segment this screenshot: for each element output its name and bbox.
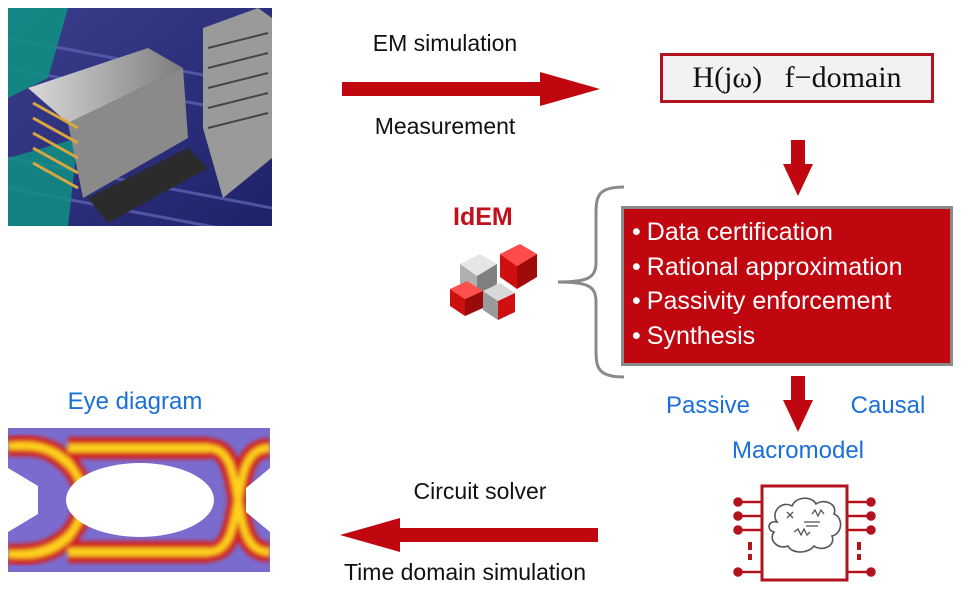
- connector-photo: [8, 8, 272, 226]
- right-arrow: [342, 72, 600, 106]
- left-arrow: [340, 518, 598, 552]
- transfer-function-box: H(jω) f−domain: [660, 53, 934, 103]
- time-domain-simulation-label: Time domain simulation: [343, 559, 587, 585]
- em-simulation-label: EM simulation: [372, 30, 518, 56]
- measurement-label: Measurement: [374, 113, 516, 139]
- causal-label: Causal: [850, 392, 926, 419]
- step-label: Synthesis: [646, 321, 756, 350]
- idem-title: IdEM: [453, 203, 513, 231]
- transfer-function-label: H(jω): [692, 61, 763, 94]
- down-arrow: [783, 376, 813, 432]
- curly-brace: [557, 185, 625, 379]
- step-label: Data certification: [646, 218, 833, 246]
- list-item: •Passivity enforcement: [632, 287, 892, 315]
- circuit-block-icon: [733, 484, 876, 582]
- passive-label: Passive: [665, 392, 751, 419]
- idem-cube-logo: [450, 244, 537, 320]
- macromodel-title: Macromodel: [731, 437, 865, 464]
- circuit-solver-label: Circuit solver: [413, 478, 547, 504]
- list-item: •Rational approximation: [632, 252, 903, 281]
- idem-steps-box: •Data certification •Rational approximat…: [621, 206, 953, 366]
- step-label: Rational approximation: [646, 252, 903, 281]
- down-arrow: [783, 140, 813, 196]
- frequency-domain-label: f−domain: [784, 61, 902, 94]
- eye-diagram-image: [8, 428, 270, 572]
- eye-diagram-title: Eye diagram: [67, 388, 203, 415]
- list-item: •Data certification: [632, 218, 833, 246]
- list-item: •Synthesis: [632, 321, 756, 350]
- step-label: Passivity enforcement: [646, 287, 892, 315]
